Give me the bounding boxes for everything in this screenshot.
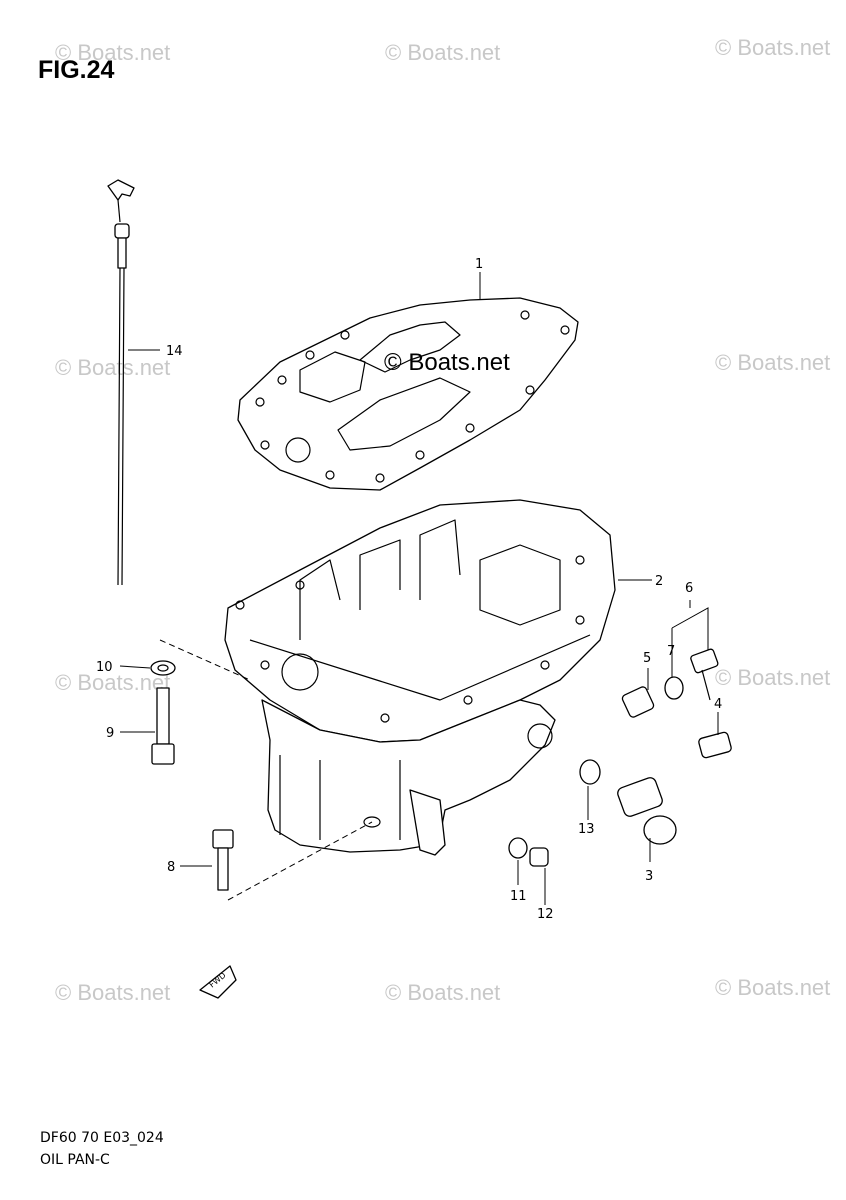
washer-part-11	[508, 837, 528, 859]
leader-lines	[119, 272, 719, 905]
callout-label: 13	[578, 822, 595, 837]
plug-part-5	[621, 686, 655, 718]
figure-name: OIL PAN-C	[40, 1152, 110, 1168]
oil-pan-part	[224, 499, 616, 856]
callout-label: 14	[166, 344, 183, 359]
callout-label: 4	[714, 697, 722, 712]
watermark: © Boats.net	[715, 350, 830, 375]
callout-label: 12	[537, 907, 554, 922]
center-watermark: © Boats.net	[384, 349, 510, 376]
callout-label: 1	[475, 257, 483, 272]
fwd-arrow: FWD	[199, 965, 237, 999]
figure-title: FIG.24	[38, 56, 115, 84]
callout-label: 11	[510, 889, 527, 904]
callout-label: 9	[106, 726, 114, 741]
bolt-part-9	[151, 687, 175, 765]
washer-part-10	[150, 660, 176, 676]
leader-line-8	[227, 821, 373, 901]
plug-part-12	[529, 847, 549, 867]
oring-part-7	[664, 676, 684, 700]
watermark: © Boats.net	[55, 40, 170, 65]
callout-label: 7	[667, 644, 675, 659]
callout-label: 8	[167, 860, 175, 875]
watermark: © Boats.net	[385, 40, 500, 65]
callout-label: 6	[685, 581, 693, 596]
bolt-part-8	[212, 829, 234, 891]
watermark: © Boats.net	[385, 980, 500, 1005]
callout-label: 5	[643, 651, 651, 666]
oring-part-13	[579, 759, 601, 785]
drain-plug-part-3	[617, 777, 677, 845]
watermark: © Boats.net	[55, 980, 170, 1005]
gasket-part	[237, 297, 579, 491]
callout-label: 3	[645, 869, 653, 884]
watermark: © Boats.net	[55, 355, 170, 380]
figure-code: DF60 70 E03_024	[40, 1130, 164, 1146]
sensor-part-6	[690, 648, 719, 701]
watermark: © Boats.net	[715, 35, 830, 60]
dipstick-part	[107, 179, 135, 586]
leader-line-10	[159, 639, 251, 681]
callout-label: 2	[655, 574, 663, 589]
watermark: © Boats.net	[715, 665, 830, 690]
callout-label: 10	[96, 660, 113, 675]
watermark: © Boats.net	[55, 670, 170, 695]
plug-part-4	[698, 731, 732, 759]
watermark: © Boats.net	[715, 975, 830, 1000]
